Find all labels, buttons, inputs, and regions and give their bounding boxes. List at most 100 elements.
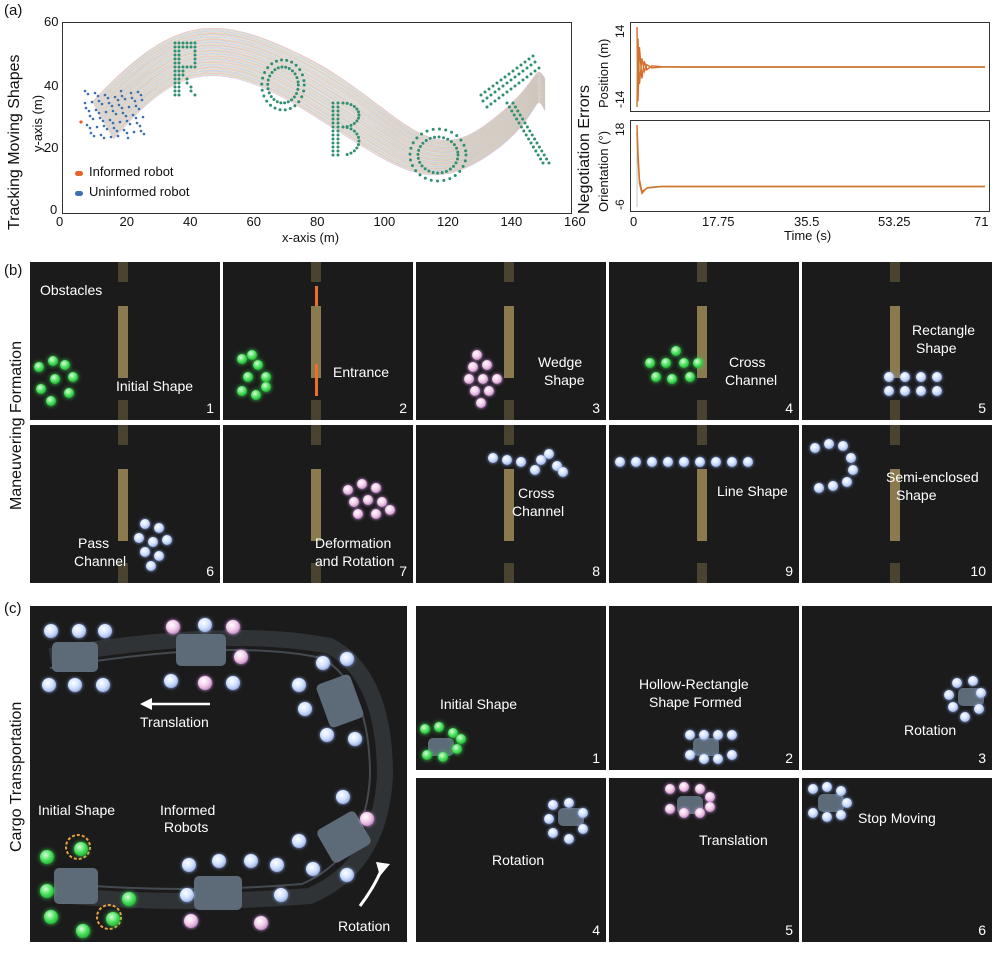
formation-dot	[331, 113, 335, 117]
formation-dot	[420, 164, 424, 168]
uninformed-dot	[88, 114, 92, 118]
formation-dot	[355, 146, 359, 150]
uninformed-dot	[137, 107, 141, 111]
formation-dot	[539, 157, 543, 161]
formation-dot	[297, 100, 301, 104]
x-tick: 60	[246, 214, 261, 229]
uninformed-dot	[139, 129, 143, 133]
formation-dot	[357, 113, 361, 117]
formation-dot	[177, 85, 181, 89]
formation-dot	[278, 108, 282, 112]
robot	[544, 449, 554, 459]
formation-dot	[497, 96, 501, 100]
uninformed-dot	[134, 104, 138, 108]
formation-dot	[481, 99, 485, 103]
robot	[478, 374, 488, 384]
cargo-caption: Hollow-Rectangle	[639, 676, 749, 692]
formation-dot	[336, 141, 340, 145]
x-axis-label: x-axis (m)	[282, 230, 340, 245]
panel-number: 3	[592, 400, 600, 416]
formation-dot	[302, 89, 306, 93]
formation-dot	[455, 157, 459, 161]
uninformed-dot	[135, 121, 139, 125]
robot	[472, 350, 482, 360]
formation-dot	[331, 133, 335, 137]
formation-caption: Wedge	[538, 354, 583, 370]
negotiation-errors-label: Negotiation Errors	[576, 85, 593, 214]
formation-dot	[442, 136, 446, 140]
robot	[244, 854, 258, 868]
formation-dot	[177, 53, 181, 57]
formation-dot	[491, 84, 495, 88]
ytick: 18	[613, 122, 627, 136]
formation-dot	[533, 60, 537, 64]
robot	[960, 712, 970, 722]
ytick: 14	[613, 24, 627, 38]
formation-dot	[462, 143, 466, 147]
robot	[46, 396, 56, 406]
x-tick: 100	[373, 214, 396, 229]
robot	[340, 652, 354, 666]
formation-dot	[456, 150, 460, 154]
formation-dot	[453, 173, 457, 177]
formation-dot	[276, 66, 280, 70]
x-tick: 20	[119, 214, 134, 229]
panel-number: 7	[399, 563, 407, 579]
formation-dot	[479, 93, 483, 97]
formation-dot	[513, 105, 517, 109]
formation-dot	[274, 59, 278, 63]
formation-dot	[336, 145, 340, 149]
robot	[40, 850, 54, 864]
uninformed-dot	[121, 111, 125, 115]
uninformed-dot	[116, 98, 120, 102]
formation-dot	[295, 76, 299, 80]
formation-dot	[418, 145, 422, 149]
formation-dot	[173, 89, 177, 93]
rotation-text: Rotation	[338, 918, 391, 934]
formation-dot	[266, 66, 270, 70]
formation-caption: Initial Shape	[116, 378, 194, 394]
formation-dot	[540, 149, 544, 153]
formation-dot	[524, 133, 528, 137]
formation-dot	[336, 121, 340, 125]
formation-dot	[300, 73, 304, 77]
time-tick: 53.25	[878, 214, 911, 229]
formation-dot	[270, 70, 274, 74]
formation-dot	[261, 76, 265, 80]
obstacle	[311, 262, 321, 282]
formation-caption: Deformation	[315, 535, 392, 551]
formation-dot	[331, 101, 335, 105]
formation-dot	[410, 164, 414, 168]
obstacle	[890, 563, 900, 583]
formation-dot	[185, 45, 189, 49]
formation-dot	[521, 78, 525, 82]
formation-dot	[193, 53, 197, 57]
formation-dot	[294, 63, 298, 67]
formation-dot	[511, 101, 515, 105]
formation-dot	[417, 148, 421, 152]
formation-caption: Semi-enclosed	[886, 469, 979, 485]
formation-dot	[283, 101, 287, 105]
formation-dot	[292, 95, 296, 99]
formation-dot	[279, 101, 283, 105]
uninformed-dot	[106, 96, 110, 100]
obstacle	[118, 469, 128, 541]
robot	[848, 465, 858, 475]
legend-informed: Informed robot	[89, 164, 174, 179]
formation-dot	[193, 49, 197, 53]
robot	[727, 730, 737, 740]
formation-dot	[173, 57, 177, 61]
formation-dot	[512, 113, 516, 117]
formation-dot	[510, 109, 514, 113]
formation-dot	[505, 90, 509, 94]
robot	[456, 734, 466, 744]
formation-dot	[296, 87, 300, 91]
formation-caption: Pass	[78, 535, 110, 551]
formation-dot	[177, 93, 181, 97]
formation-dot	[489, 93, 493, 97]
position-label: Position (m)	[596, 38, 611, 108]
cargo-box	[194, 876, 242, 910]
uninformed-dot	[107, 101, 111, 105]
